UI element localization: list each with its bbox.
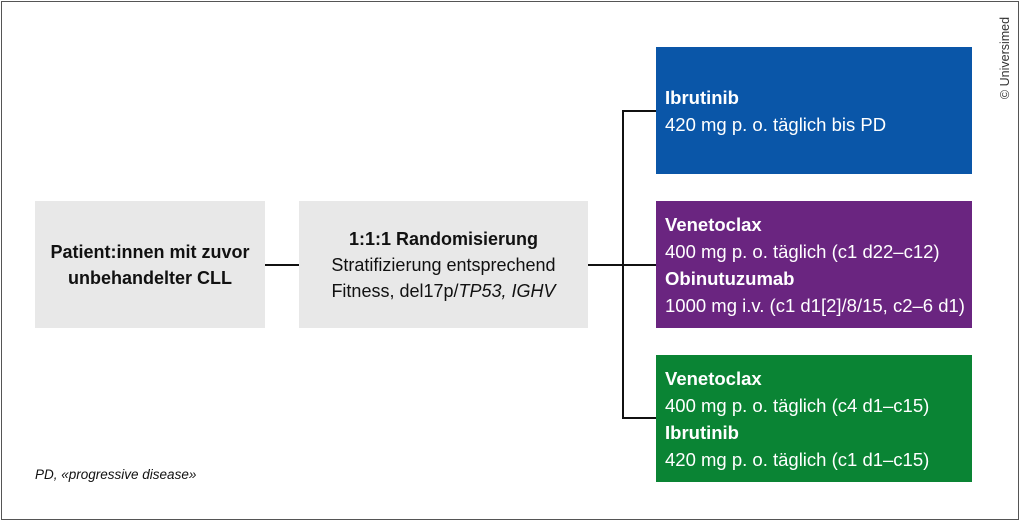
drug-dose: 400 mg p. o. täglich (c4 d1–c15) — [665, 394, 930, 416]
drug-name: Venetoclax — [665, 213, 762, 235]
patients-line1: Patient:innen mit zuvor — [50, 241, 250, 262]
randomization-line3-italic: TP53, IGHV — [458, 280, 556, 301]
copyright: © Universimed — [998, 16, 1012, 100]
arm-venetoclax-obinutuzumab: Venetoclax 400 mg p. o. täglich (c1 d22–… — [656, 201, 972, 328]
drug-name: Ibrutinib — [665, 421, 739, 443]
randomization-title: 1:1:1 Randomisierung — [348, 228, 539, 249]
connector-arm-1 — [622, 110, 656, 112]
drug-name: Obinutuzumab — [665, 267, 795, 289]
drug-dose: 420 mg p. o. täglich bis PD — [665, 113, 887, 135]
drug-dose: 420 mg p. o. täglich (c1 d1–c15) — [665, 448, 930, 470]
randomization-line3-prefix: Fitness, del17p/ — [331, 280, 459, 301]
randomization-line3: Fitness, del17p/TP53, IGHV — [331, 278, 555, 304]
patients-box: Patient:innen mit zuvor unbehandelter CL… — [35, 201, 265, 328]
drug-name: Ibrutinib — [665, 86, 739, 108]
drug-dose: 400 mg p. o. täglich (c1 d22–c12) — [665, 240, 940, 262]
drug-dose: 1000 mg i.v. (c1 d1[2]/8/15, c2–6 d1) — [665, 294, 965, 316]
connector-arm-2 — [622, 264, 656, 266]
connector-2 — [588, 264, 623, 266]
randomization-line2: Stratifizierung entsprechend — [331, 254, 556, 275]
connector-arm-3 — [622, 417, 656, 419]
footnote: PD, «progressive disease» — [35, 467, 197, 482]
patients-line2: unbehandelter CLL — [67, 267, 232, 288]
drug-name: Venetoclax — [665, 367, 762, 389]
arm-venetoclax-ibrutinib: Venetoclax 400 mg p. o. täglich (c4 d1–c… — [656, 355, 972, 482]
connector-1 — [265, 264, 299, 266]
randomization-box: 1:1:1 Randomisierung Stratifizierung ent… — [299, 201, 588, 328]
arm-ibrutinib: Ibrutinib 420 mg p. o. täglich bis PD — [656, 47, 972, 174]
